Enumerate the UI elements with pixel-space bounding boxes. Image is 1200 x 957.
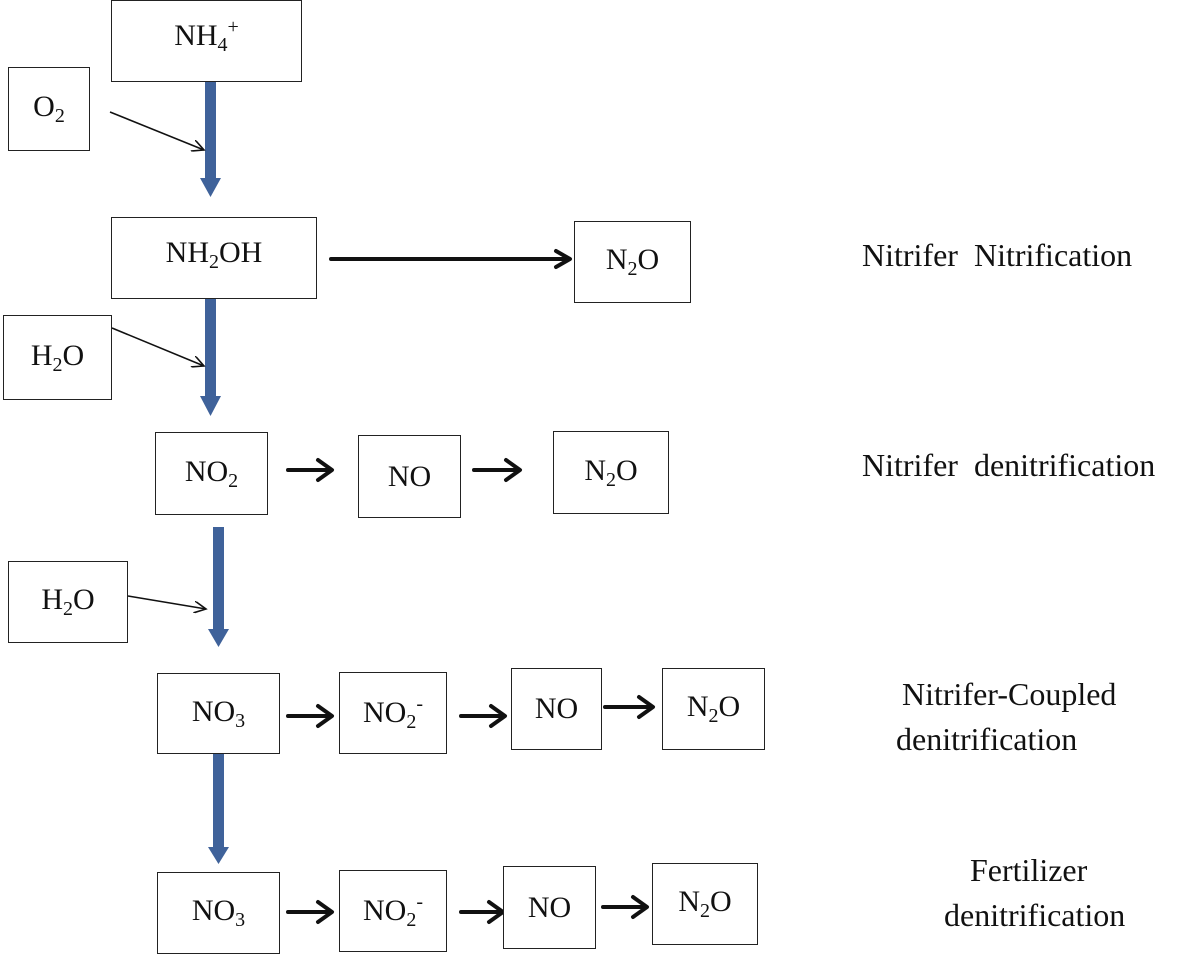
row3-arrowhead-2 bbox=[504, 458, 522, 482]
label-fertilizer-line1: Fertilizer bbox=[970, 852, 1088, 888]
label-nitrifer-nitrification-text: Nitrifer Nitrification bbox=[862, 237, 1133, 273]
nh2oh-box: NH2OH bbox=[111, 217, 317, 299]
no2minus-row4-box: NO2- bbox=[339, 672, 447, 754]
nh4-formula: NH4+ bbox=[174, 16, 239, 56]
no3-row5-box: NO3 bbox=[157, 872, 280, 954]
no-row3-formula: NO bbox=[387, 459, 432, 493]
label-fertilizer-denitrification: Fertilizer denitrification bbox=[944, 848, 1125, 938]
row3-arrowhead-1 bbox=[316, 458, 334, 482]
n2o-row4-box: N2O bbox=[662, 668, 765, 750]
o2-formula: O2 bbox=[33, 90, 65, 127]
n2o-row3-box: N2O bbox=[553, 431, 669, 514]
row4-arrowhead-3 bbox=[637, 695, 655, 719]
label-nitrifer-nitrification: Nitrifer Nitrification bbox=[862, 233, 1132, 278]
nh4-box: NH4+ bbox=[111, 0, 302, 82]
n2o-nitrification-box: N2O bbox=[574, 221, 691, 303]
no-row4-formula: NO bbox=[534, 692, 579, 725]
reaction-arrows bbox=[286, 249, 655, 924]
flow-arrow-nh2oh-to-no2-shaft bbox=[205, 298, 216, 398]
no-row4-box: NO bbox=[511, 668, 602, 750]
label-fertilizer-line2: denitrification bbox=[944, 896, 1126, 933]
no2-row3-box: NO2 bbox=[155, 432, 268, 515]
h2o-first-input-arrow bbox=[111, 327, 204, 366]
label-nitrifer-coupled-line2: denitrification bbox=[896, 720, 1078, 757]
input-arrows bbox=[109, 111, 206, 609]
label-nitrifer-denitrification-text: Nitrifer denitrification bbox=[862, 447, 1156, 483]
no-row3-box: NO bbox=[358, 435, 461, 518]
row4-arrowhead-2 bbox=[489, 704, 507, 728]
h2o-first-box: H2O bbox=[3, 315, 112, 400]
nh2oh-formula: NH2OH bbox=[165, 236, 263, 273]
n2o-nitrification-formula: N2O bbox=[605, 243, 660, 280]
no2minus-row5-formula: NO2- bbox=[362, 891, 423, 931]
o2-input-arrow bbox=[109, 111, 204, 150]
label-nitrifer-coupled-denitrification: Nitrifer-Coupled denitrification bbox=[896, 672, 1116, 762]
no2minus-row4-formula: NO2- bbox=[362, 693, 423, 733]
n2o-row5-formula: N2O bbox=[678, 885, 732, 922]
label-nitrifer-coupled-line1: Nitrifer-Coupled bbox=[902, 676, 1117, 712]
flow-arrow-no2-to-no3-shaft bbox=[213, 527, 224, 631]
no-row5-box: NO bbox=[503, 866, 596, 949]
flow-arrow-nh4-to-nh2oh-head bbox=[200, 178, 221, 197]
main-flow-arrows bbox=[200, 80, 229, 864]
no-row5-formula: NO bbox=[527, 890, 572, 924]
flow-arrow-no3-to-no3-head bbox=[208, 847, 229, 864]
h2o-second-input-arrow bbox=[127, 595, 206, 609]
h2o-second-box: H2O bbox=[8, 561, 128, 643]
flow-arrow-nh2oh-to-no2-head bbox=[200, 396, 221, 416]
no3-row5-formula: NO3 bbox=[191, 894, 246, 931]
n2o-row4-formula: N2O bbox=[686, 690, 741, 727]
flow-arrow-nh4-to-nh2oh-shaft bbox=[205, 80, 216, 180]
n2o-row3-formula: N2O bbox=[584, 453, 638, 491]
no3-row4-box: NO3 bbox=[157, 673, 280, 754]
h2o-first-formula: H2O bbox=[30, 338, 85, 376]
flow-arrow-no2-to-no3-head bbox=[208, 629, 229, 647]
row5-arrowhead-1 bbox=[316, 900, 334, 924]
no2minus-row5-box: NO2- bbox=[339, 870, 447, 952]
flow-arrow-no3-to-no3-shaft bbox=[213, 745, 224, 849]
nh2oh-to-n2o-arrowhead bbox=[554, 249, 572, 269]
h2o-second-formula: H2O bbox=[41, 583, 95, 620]
o2-box: O2 bbox=[8, 67, 90, 151]
no3-row4-formula: NO3 bbox=[191, 694, 246, 732]
row5-arrowhead-3 bbox=[631, 895, 649, 919]
no2-row3-formula: NO2 bbox=[184, 454, 239, 492]
row4-arrowhead-1 bbox=[316, 704, 334, 728]
label-nitrifer-denitrification: Nitrifer denitrification bbox=[862, 443, 1155, 488]
n2o-row5-box: N2O bbox=[652, 863, 758, 945]
